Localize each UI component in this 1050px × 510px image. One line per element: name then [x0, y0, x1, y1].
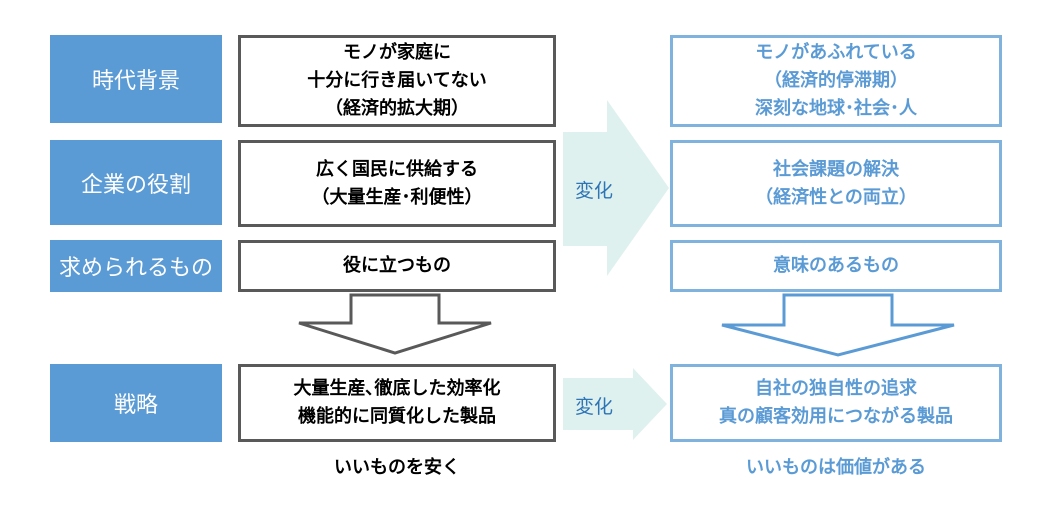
right-down-arrow-icon — [721, 293, 955, 357]
right-strategy-line-2: 真の顧客効用につながる製品 — [719, 406, 953, 427]
left-strategy-line-1: 大量生産､徹底した効率化 — [293, 378, 501, 399]
right-role-line-2: （経済性との両立） — [755, 186, 917, 208]
left-down-arrow-icon — [298, 293, 492, 355]
left-strategy-line-2: 機能的に同質化した製品 — [298, 406, 496, 427]
right-strategy-box: 自社の独自性の追求 真の顧客効用につながる製品 — [670, 364, 1002, 442]
right-role-line-1: 社会課題の解決 — [773, 158, 899, 180]
right-strategy-line-1: 自社の独自性の追求 — [755, 378, 917, 399]
left-demand-line-1: 役に立つもの — [343, 255, 451, 276]
right-caption: いいものは価値がある — [746, 457, 926, 478]
left-caption: いいものを安く — [334, 457, 460, 478]
row-label-role: 企業の役割 — [50, 140, 222, 225]
change-arrow-icon — [563, 100, 669, 276]
left-role-box: 広く国民に供給する （大量生産･利便性） — [238, 140, 556, 227]
change-label-bottom: 変化 — [575, 396, 614, 418]
right-demand-line-1: 意味のあるもの — [773, 255, 899, 276]
left-demand-box: 役に立つもの — [238, 240, 556, 292]
row-label-background: 時代背景 — [50, 35, 222, 123]
right-background-line-3: 深刻な地球･社会･人 — [755, 98, 917, 119]
row-label-strategy: 戦略 — [50, 364, 222, 442]
left-strategy-box: 大量生産､徹底した効率化 機能的に同質化した製品 — [238, 364, 556, 442]
row-label-demand: 求められるもの — [50, 240, 222, 292]
right-role-box: 社会課題の解決 （経済性との両立） — [670, 140, 1002, 227]
right-demand-box: 意味のあるもの — [670, 240, 1002, 292]
left-role-line-1: 広く国民に供給する — [316, 158, 478, 180]
right-background-line-2: （経済的停滞期） — [764, 70, 908, 91]
left-background-line-1: モノが家庭に — [343, 42, 451, 63]
right-background-box: モノがあふれている （経済的停滞期） 深刻な地球･社会･人 — [670, 35, 1002, 127]
left-background-line-2: 十分に行き届いてない — [307, 70, 487, 91]
left-role-line-2: （大量生産･利便性） — [311, 186, 483, 208]
right-background-line-1: モノがあふれている — [755, 42, 917, 63]
left-background-box: モノが家庭に 十分に行き届いてない （経済的拡大期） — [238, 35, 556, 127]
left-background-line-3: （経済的拡大期） — [325, 98, 469, 119]
change-arrow-small-icon — [563, 368, 667, 440]
change-label-top: 変化 — [575, 180, 614, 202]
